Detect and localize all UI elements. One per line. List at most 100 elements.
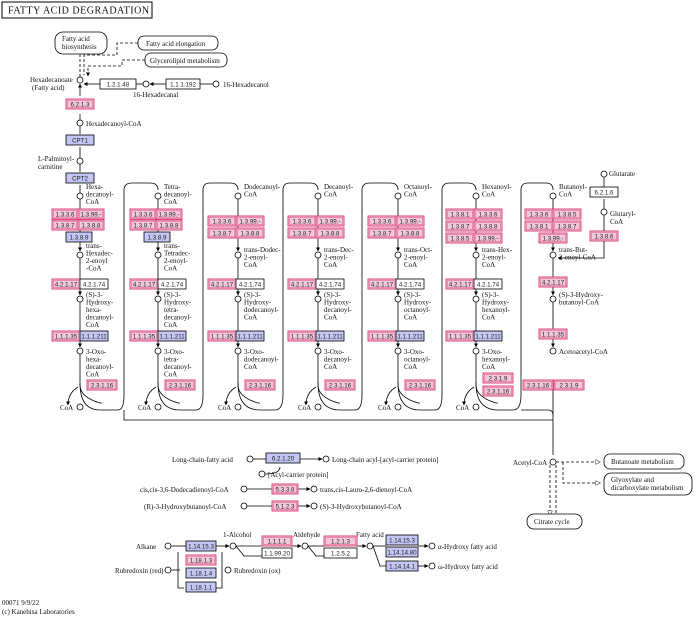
compound-acetyl-coa[interactable] (549, 458, 557, 466)
enzyme-e_1_1_1_211-col0[interactable]: 1.1.1.211 (79, 330, 109, 342)
enzyme-e_2_3_1_16-col4[interactable]: 2.3.1.16 (404, 379, 436, 391)
enzyme-box[interactable] (271, 483, 299, 495)
enzyme-e_4_2_1_17-col6[interactable]: 4.2.1.17 (538, 276, 568, 288)
enzyme-e_1_3_99[interactable]: 1.3.99.- (77, 208, 105, 220)
compound-c12-coa[interactable] (234, 403, 242, 411)
compound-fatty-acid[interactable] (366, 542, 374, 550)
enzyme-e_4_2_1_17-col3[interactable]: 4.2.1.17 (287, 278, 317, 290)
compound-c14-oxoacyl-coa[interactable] (154, 347, 162, 355)
enzyme-e_4_2_1_74-col0[interactable]: 4.2.1.74 (79, 278, 109, 290)
enzyme-e_1_3_3_6-c14[interactable]: 1.3.3.6 (129, 208, 157, 220)
enzyme-e_1_1_1_1[interactable]: 1.1.1.1 (261, 535, 293, 547)
enzyme-box[interactable] (385, 560, 419, 572)
enzyme-e_4_2_1_17-col4[interactable]: 4.2.1.17 (367, 278, 397, 290)
enzyme-e_1_14_14_80[interactable]: 1.14.14.80 (385, 546, 419, 558)
enzyme-e_4_2_1_74-col2[interactable]: 4.2.1.74 (235, 278, 265, 290)
enzyme-e_1_3_8_7-c4[interactable]: 1.3.8.7 (552, 220, 582, 232)
enzyme-e_1_18_1_1[interactable]: 1.18.1.1 (185, 581, 217, 593)
enzyme-e_1_1_1_192[interactable]: 1.1.1.192 (165, 78, 201, 90)
compound-c10-enoyl-coa[interactable] (314, 251, 322, 259)
enzyme-e_1_3_8_8-c4[interactable]: 1.3.8.8 (395, 227, 425, 239)
enzyme-e_6_2_1_6[interactable]: 6.2.1.6 (589, 186, 619, 198)
compound-c4-acyl-coa[interactable] (549, 192, 557, 200)
compound-rubredoxin-red[interactable] (164, 566, 172, 574)
compound-c8-acyl-coa[interactable] (394, 192, 402, 200)
enzyme-e_1_1_1_35-col6[interactable]: 1.1.1.35 (538, 328, 568, 340)
enzyme-box[interactable] (77, 208, 105, 220)
enzyme-e_1_1_1_35-col2[interactable]: 1.1.1.35 (207, 330, 237, 342)
enzyme-box[interactable] (155, 219, 183, 231)
enzyme-e_1_1_1_211-col1[interactable]: 1.1.1.211 (157, 330, 187, 342)
enzyme-e_1_3_8_7-c3[interactable]: 1.3.8.7 (287, 227, 317, 239)
enzyme-box[interactable] (235, 227, 265, 239)
enzyme-box[interactable] (315, 330, 345, 342)
enzyme-box[interactable] (553, 379, 585, 391)
enzyme-e_1_3_8_7-c4[interactable]: 1.3.8.7 (367, 227, 397, 239)
enzyme-box[interactable] (244, 379, 276, 391)
enzyme-e_1_1_1_211-col3[interactable]: 1.1.1.211 (315, 330, 345, 342)
enzyme-box[interactable] (185, 567, 217, 579)
compound-c10-oxoacyl-coa[interactable] (314, 347, 322, 355)
enzyme-e_1_1_1_35-col5[interactable]: 1.1.1.35 (445, 330, 475, 342)
enzyme-e_1_3_8_8-c6[interactable]: 1.3.8.8 (473, 220, 503, 232)
enzyme-e_1_1_1_211-col4[interactable]: 1.1.1.211 (395, 330, 425, 342)
enzyme-box[interactable] (271, 500, 299, 512)
enzyme-e_5_1_2_3[interactable]: 5.1.2.3 (271, 500, 299, 512)
compound-c14-enoyl-coa[interactable] (154, 251, 162, 259)
enzyme-e_1_99_20[interactable]: 1.1.99.20 (261, 547, 293, 559)
compound-omega-hydroxy-fatty-acid[interactable] (428, 562, 436, 570)
compound-c8-coa[interactable] (394, 403, 402, 411)
compound-hexadecanoate[interactable] (76, 76, 84, 84)
enzyme-e_4_2_1_17-col5[interactable]: 4.2.1.17 (445, 278, 475, 290)
compound-alpha-hydroxy-fatty-acid[interactable] (428, 542, 436, 550)
enzyme-box[interactable] (235, 278, 265, 290)
enzyme-box[interactable] (473, 220, 503, 232)
enzyme-box[interactable] (315, 227, 345, 239)
enzyme-box[interactable] (552, 220, 582, 232)
compound-c6-oxoacyl-coa[interactable] (472, 347, 480, 355)
compound-c12-acyl-coa[interactable] (234, 192, 242, 200)
enzyme-e_2_3_1_9-col5[interactable]: 2.3.1.9 (482, 372, 514, 384)
enzyme-box[interactable] (473, 330, 503, 342)
enzyme-e_4_2_1_74-col5[interactable]: 4.2.1.74 (473, 278, 503, 290)
enzyme-e_6_2_1_3[interactable]: 6.2.1.3 (65, 98, 95, 110)
map-link-fatty-acid-biosynthesis[interactable] (54, 31, 108, 55)
enzyme-cpt2[interactable]: CPT2 (65, 172, 95, 184)
enzyme-box[interactable] (395, 330, 425, 342)
compound-c14-hydroxyacyl-coa[interactable] (154, 295, 162, 303)
compound-c10-hydroxyacyl-coa[interactable] (314, 295, 322, 303)
enzyme-box[interactable] (157, 330, 187, 342)
enzyme-e_1_3_99-c4[interactable]: 1.3.99.- (395, 215, 425, 227)
enzyme-box[interactable] (473, 208, 503, 220)
compound-aldehyde[interactable] (301, 542, 309, 550)
enzyme-box[interactable] (538, 276, 568, 288)
compound-c12-enoyl-coa[interactable] (234, 251, 242, 259)
compound-c16-enoyl-coa[interactable] (76, 251, 84, 259)
enzyme-box[interactable] (185, 540, 217, 552)
enzyme-box[interactable] (589, 230, 619, 242)
enzyme-box[interactable] (265, 452, 301, 464)
enzyme-e_1_3_3_6-c6[interactable]: 1.3.3.6 (473, 208, 503, 220)
enzyme-e_1_14_15_3[interactable]: 1.14.15.3 (185, 540, 217, 552)
enzyme-box[interactable] (65, 172, 95, 184)
enzyme-box[interactable] (482, 372, 514, 384)
enzyme-e_1_3_8_5-c4[interactable]: 1.3.8.5 (552, 208, 582, 220)
map-link-butanoate-metabolism[interactable] (603, 453, 685, 470)
compound-glutarate[interactable] (600, 170, 608, 178)
enzyme-box[interactable] (86, 379, 118, 391)
enzyme-e_1_2_1_48[interactable]: 1.2.1.48 (99, 78, 137, 90)
enzyme-e_1_3_99-c3[interactable]: 1.3.99.- (315, 215, 345, 227)
enzyme-box[interactable] (404, 379, 436, 391)
compound-c12-oxoacyl-coa[interactable] (234, 347, 242, 355)
enzyme-box[interactable] (323, 535, 358, 547)
compound-r-3-hydroxybutanoyl-coa[interactable] (240, 502, 248, 510)
enzyme-e_4_2_1_17-col1[interactable]: 4.2.1.17 (129, 278, 159, 290)
enzyme-e_2_3_1_16-col5[interactable]: 2.3.1.16 (482, 385, 514, 397)
enzyme-box[interactable] (538, 328, 568, 340)
enzyme-e_1_3_8_7-c6[interactable]: 1.3.8.7 (445, 220, 475, 232)
compound-c12-hydroxyacyl-coa[interactable] (234, 295, 242, 303)
enzyme-e_1_3_3_6-c3[interactable]: 1.3.3.6 (287, 215, 317, 227)
compound-c16-coa[interactable] (76, 403, 84, 411)
enzyme-e_1_3_8_7[interactable]: 1.3.8.7 (51, 219, 79, 231)
map-link-glyoxylate[interactable] (603, 472, 693, 496)
